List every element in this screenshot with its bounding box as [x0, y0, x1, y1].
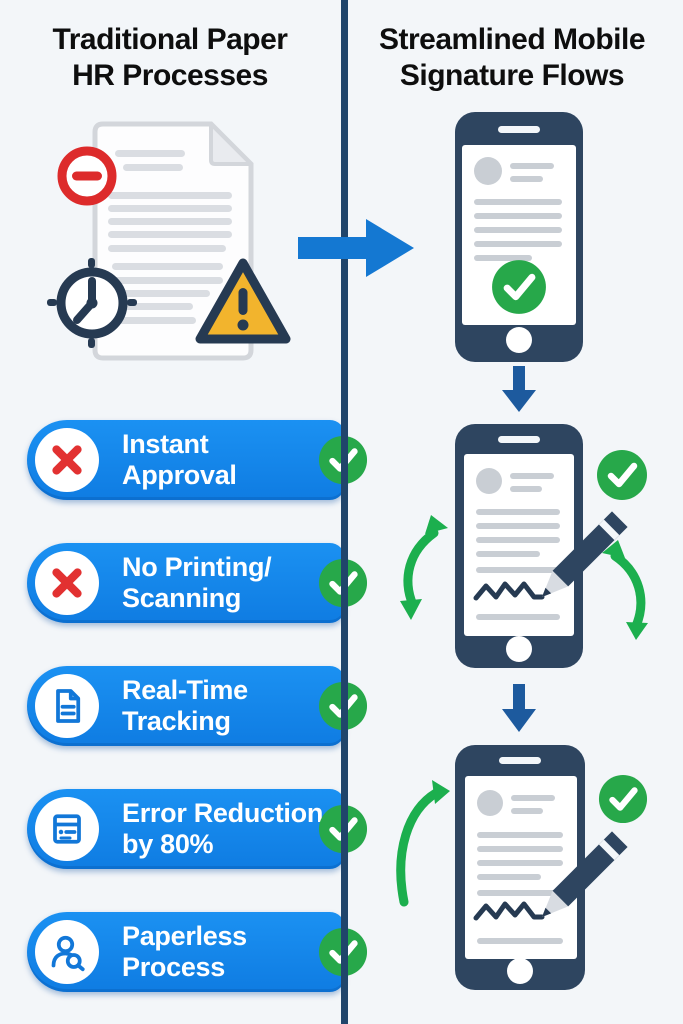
phone-2: [455, 424, 583, 668]
badge-pill: Paperless Process: [27, 912, 345, 992]
left-title-line1: Traditional Paper: [52, 23, 288, 56]
pencil-signature-illustration: [473, 831, 628, 921]
badge-pill: Real-Time Tracking: [27, 666, 345, 746]
avatar: [474, 157, 502, 185]
phone-1-screen: [462, 145, 576, 325]
person-search-icon: [35, 920, 99, 984]
phone-2-screen: [464, 454, 574, 636]
badge-label: Instant Approval: [122, 429, 237, 490]
left-title-line2: HR Processes: [72, 59, 268, 92]
badge-label: Paperless Process: [122, 921, 247, 982]
phone-1: [455, 112, 583, 362]
red-cross-icon: [35, 551, 99, 615]
down-arrow-icon: [502, 366, 536, 412]
document-text-lines: [108, 150, 232, 324]
down-arrow-icon: [502, 684, 536, 732]
right-title-line2: Signature Flows: [399, 59, 625, 92]
avatar: [477, 790, 503, 816]
warning-triangle-icon: [195, 258, 291, 344]
motion-arrow-left-icon: [396, 780, 450, 907]
badge-label: No Printing/ Scanning: [122, 552, 272, 613]
form-icon: [35, 797, 99, 861]
badge-pill: No Printing/ Scanning: [27, 543, 345, 623]
phone-3: [455, 745, 585, 990]
badge-error-reduction: Error Reduction by 80%: [27, 789, 377, 869]
badge-paperless-process: Paperless Process: [27, 912, 377, 992]
center-divider: [341, 0, 348, 1024]
signature-scribble: [473, 581, 545, 601]
badge-instant-approval: Instant Approval: [27, 420, 377, 500]
right-arrow-icon: [298, 219, 414, 277]
phone-home-button: [506, 327, 532, 353]
clock-icon: [47, 258, 137, 348]
red-cross-icon: [35, 428, 99, 492]
phone-3-screen: [465, 776, 577, 959]
phone-speaker: [498, 126, 540, 133]
phone-speaker: [498, 436, 540, 443]
green-check-icon: [598, 774, 648, 824]
right-column-title: Streamlined Mobile Signature Flows: [357, 22, 667, 94]
motion-arrow-right-icon: [602, 540, 648, 640]
badge-label: Real-Time Tracking: [122, 675, 248, 736]
phone-speaker: [499, 757, 541, 764]
badge-pill: Instant Approval: [27, 420, 345, 500]
badge-label: Error Reduction by 80%: [122, 798, 324, 859]
phone-home-button: [507, 958, 533, 984]
green-check-icon: [491, 259, 547, 315]
badge-real-time-tracking: Real-Time Tracking: [27, 666, 377, 746]
right-title-line1: Streamlined Mobile: [378, 23, 646, 56]
pencil-signature-illustration: [473, 511, 628, 601]
document-icon: [35, 674, 99, 738]
phone-home-button: [506, 636, 532, 662]
prohibition-icon: [57, 146, 117, 206]
signature-scribble: [473, 901, 545, 921]
avatar: [476, 468, 502, 494]
motion-arrow-left-icon: [400, 515, 448, 620]
green-check-icon: [596, 449, 648, 501]
badge-pill: Error Reduction by 80%: [27, 789, 345, 869]
left-column-title: Traditional Paper HR Processes: [15, 22, 325, 94]
badge-no-printing-scanning: No Printing/ Scanning: [27, 543, 377, 623]
